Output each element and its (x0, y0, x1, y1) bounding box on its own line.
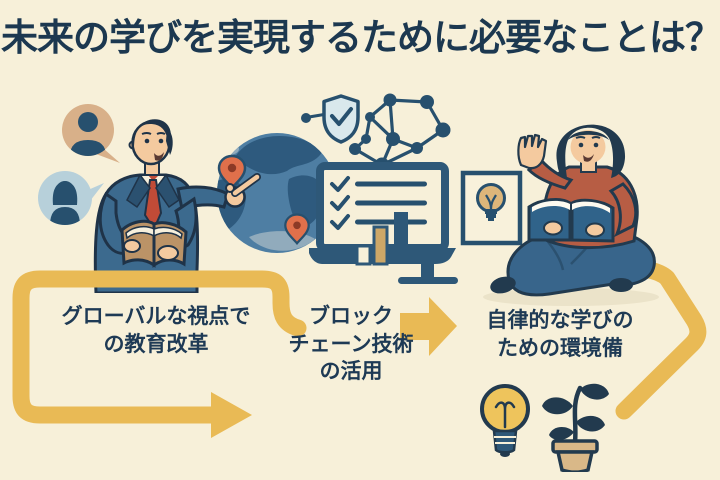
shield-check-icon (301, 94, 360, 144)
location-pin-icon (284, 213, 310, 246)
teacher-illustration (93, 119, 261, 293)
blockchain-network-icon (349, 93, 451, 173)
flow-arrow-bracket (12, 270, 307, 438)
left-illustration (38, 104, 261, 293)
step-1-label: グローバルな視点で の教育改革 (61, 305, 251, 356)
right-illustration (460, 124, 659, 306)
step-2-label: ブロック チェーン技術 の活用 (288, 305, 414, 384)
flow-arrow-block (400, 297, 457, 356)
raised-hand (517, 133, 548, 170)
framed-lightbulb-picture (460, 170, 523, 246)
speech-bubble-male-avatar (62, 104, 120, 163)
step-3-label: 自律的な学びの ための環境備 (486, 309, 634, 360)
page-title: 未来の学びを実現するために必要なことは？ (1, 17, 720, 58)
lightbulb-icon (480, 384, 530, 457)
speech-bubble-female-avatar (38, 171, 104, 225)
center-illustration (217, 93, 458, 284)
woman-reading-illustration (490, 124, 656, 297)
plant-icon (542, 383, 609, 472)
bar-chart-icon (355, 212, 408, 266)
